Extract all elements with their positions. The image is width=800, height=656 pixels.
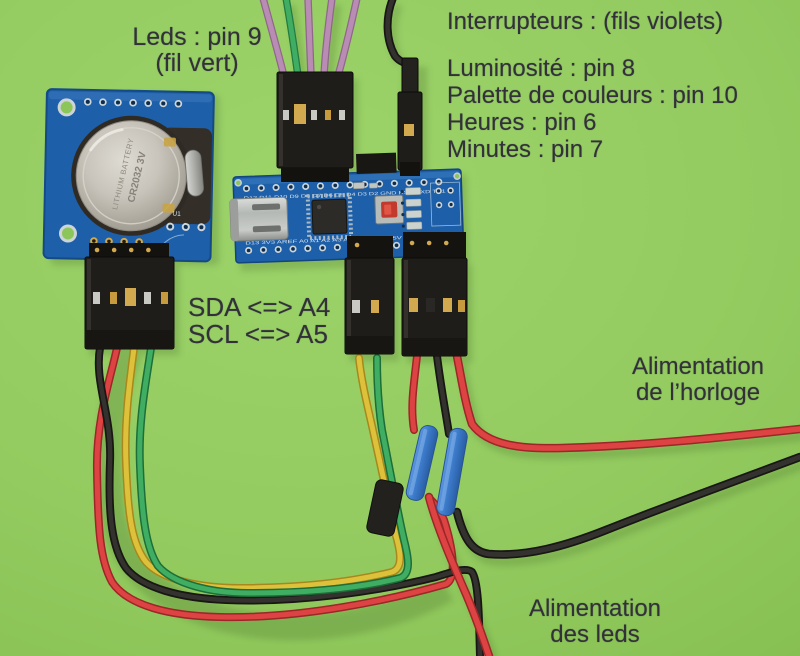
annotation-alimentation-horloge: Alimentation de l’horloge <box>610 354 786 406</box>
annotation-luminosite: Luminosité : pin 8 <box>447 55 636 82</box>
usb-port <box>229 196 289 242</box>
annotation-interrupteurs-title: Interrupteurs : (fils violets) <box>447 8 724 35</box>
gnd-connector <box>397 57 423 176</box>
rtc-module: LITHIUM BATTERY CR2032 3V U1 <box>42 88 215 263</box>
wire-green-scl <box>135 344 412 598</box>
power-connector <box>401 232 468 357</box>
annotation-leds-line2: (fil vert) <box>155 49 239 77</box>
annotation-i2c: SDA <=> A4 SCL <=> A5 <box>188 294 330 348</box>
coin-cell-battery: LITHIUM BATTERY CR2032 3V <box>75 120 187 232</box>
splice-red <box>405 425 439 501</box>
connectors <box>84 57 468 357</box>
wires <box>92 0 800 656</box>
annotation-leds: Leds : pin 9 (fil vert) <box>122 24 272 76</box>
switch-wires-connector <box>276 71 397 182</box>
crystal-oscillator <box>184 149 204 197</box>
reset-button <box>374 194 405 225</box>
mcu-chip <box>305 192 354 241</box>
annotation-minutes: Minutes : pin 7 <box>447 136 604 163</box>
smd-components <box>405 187 423 230</box>
annotation-leds-line1: Leds : pin 9 <box>132 23 262 51</box>
icsp-header <box>429 181 462 227</box>
annotation-sda: SDA <=> A4 <box>188 292 331 322</box>
annotation-alimentation-leds: Alimentation des leds <box>507 596 683 648</box>
switch-wires-violet <box>259 0 361 80</box>
power-wires <box>408 351 800 656</box>
splice-black <box>436 427 468 517</box>
annotation-heures: Heures : pin 6 <box>447 109 597 136</box>
rtc-connector <box>84 243 175 350</box>
mount-hole <box>57 98 76 117</box>
annotation-horloge-line1: Alimentation <box>631 353 765 380</box>
wire-yellow-sda <box>121 344 404 593</box>
i2c-connector <box>344 236 395 355</box>
wire-black-horloge <box>452 452 800 559</box>
annotation-horloge-line2: de l’horloge <box>635 379 761 406</box>
annotation-ledspower-line2: des leds <box>550 621 640 648</box>
annotation-palette: Palette de couleurs : pin 10 <box>447 82 738 109</box>
annotation-ledspower-line1: Alimentation <box>528 595 662 622</box>
mount-hole <box>58 224 77 243</box>
heatshrink-sleeve <box>366 479 404 537</box>
annotation-interrupteurs: Interrupteurs : (fils violets) Luminosit… <box>447 8 738 163</box>
rtc-loop-bundle <box>92 344 484 656</box>
silkscreen-label: U1 <box>172 211 181 218</box>
annotation-scl: SCL <=> A5 <box>188 319 328 349</box>
